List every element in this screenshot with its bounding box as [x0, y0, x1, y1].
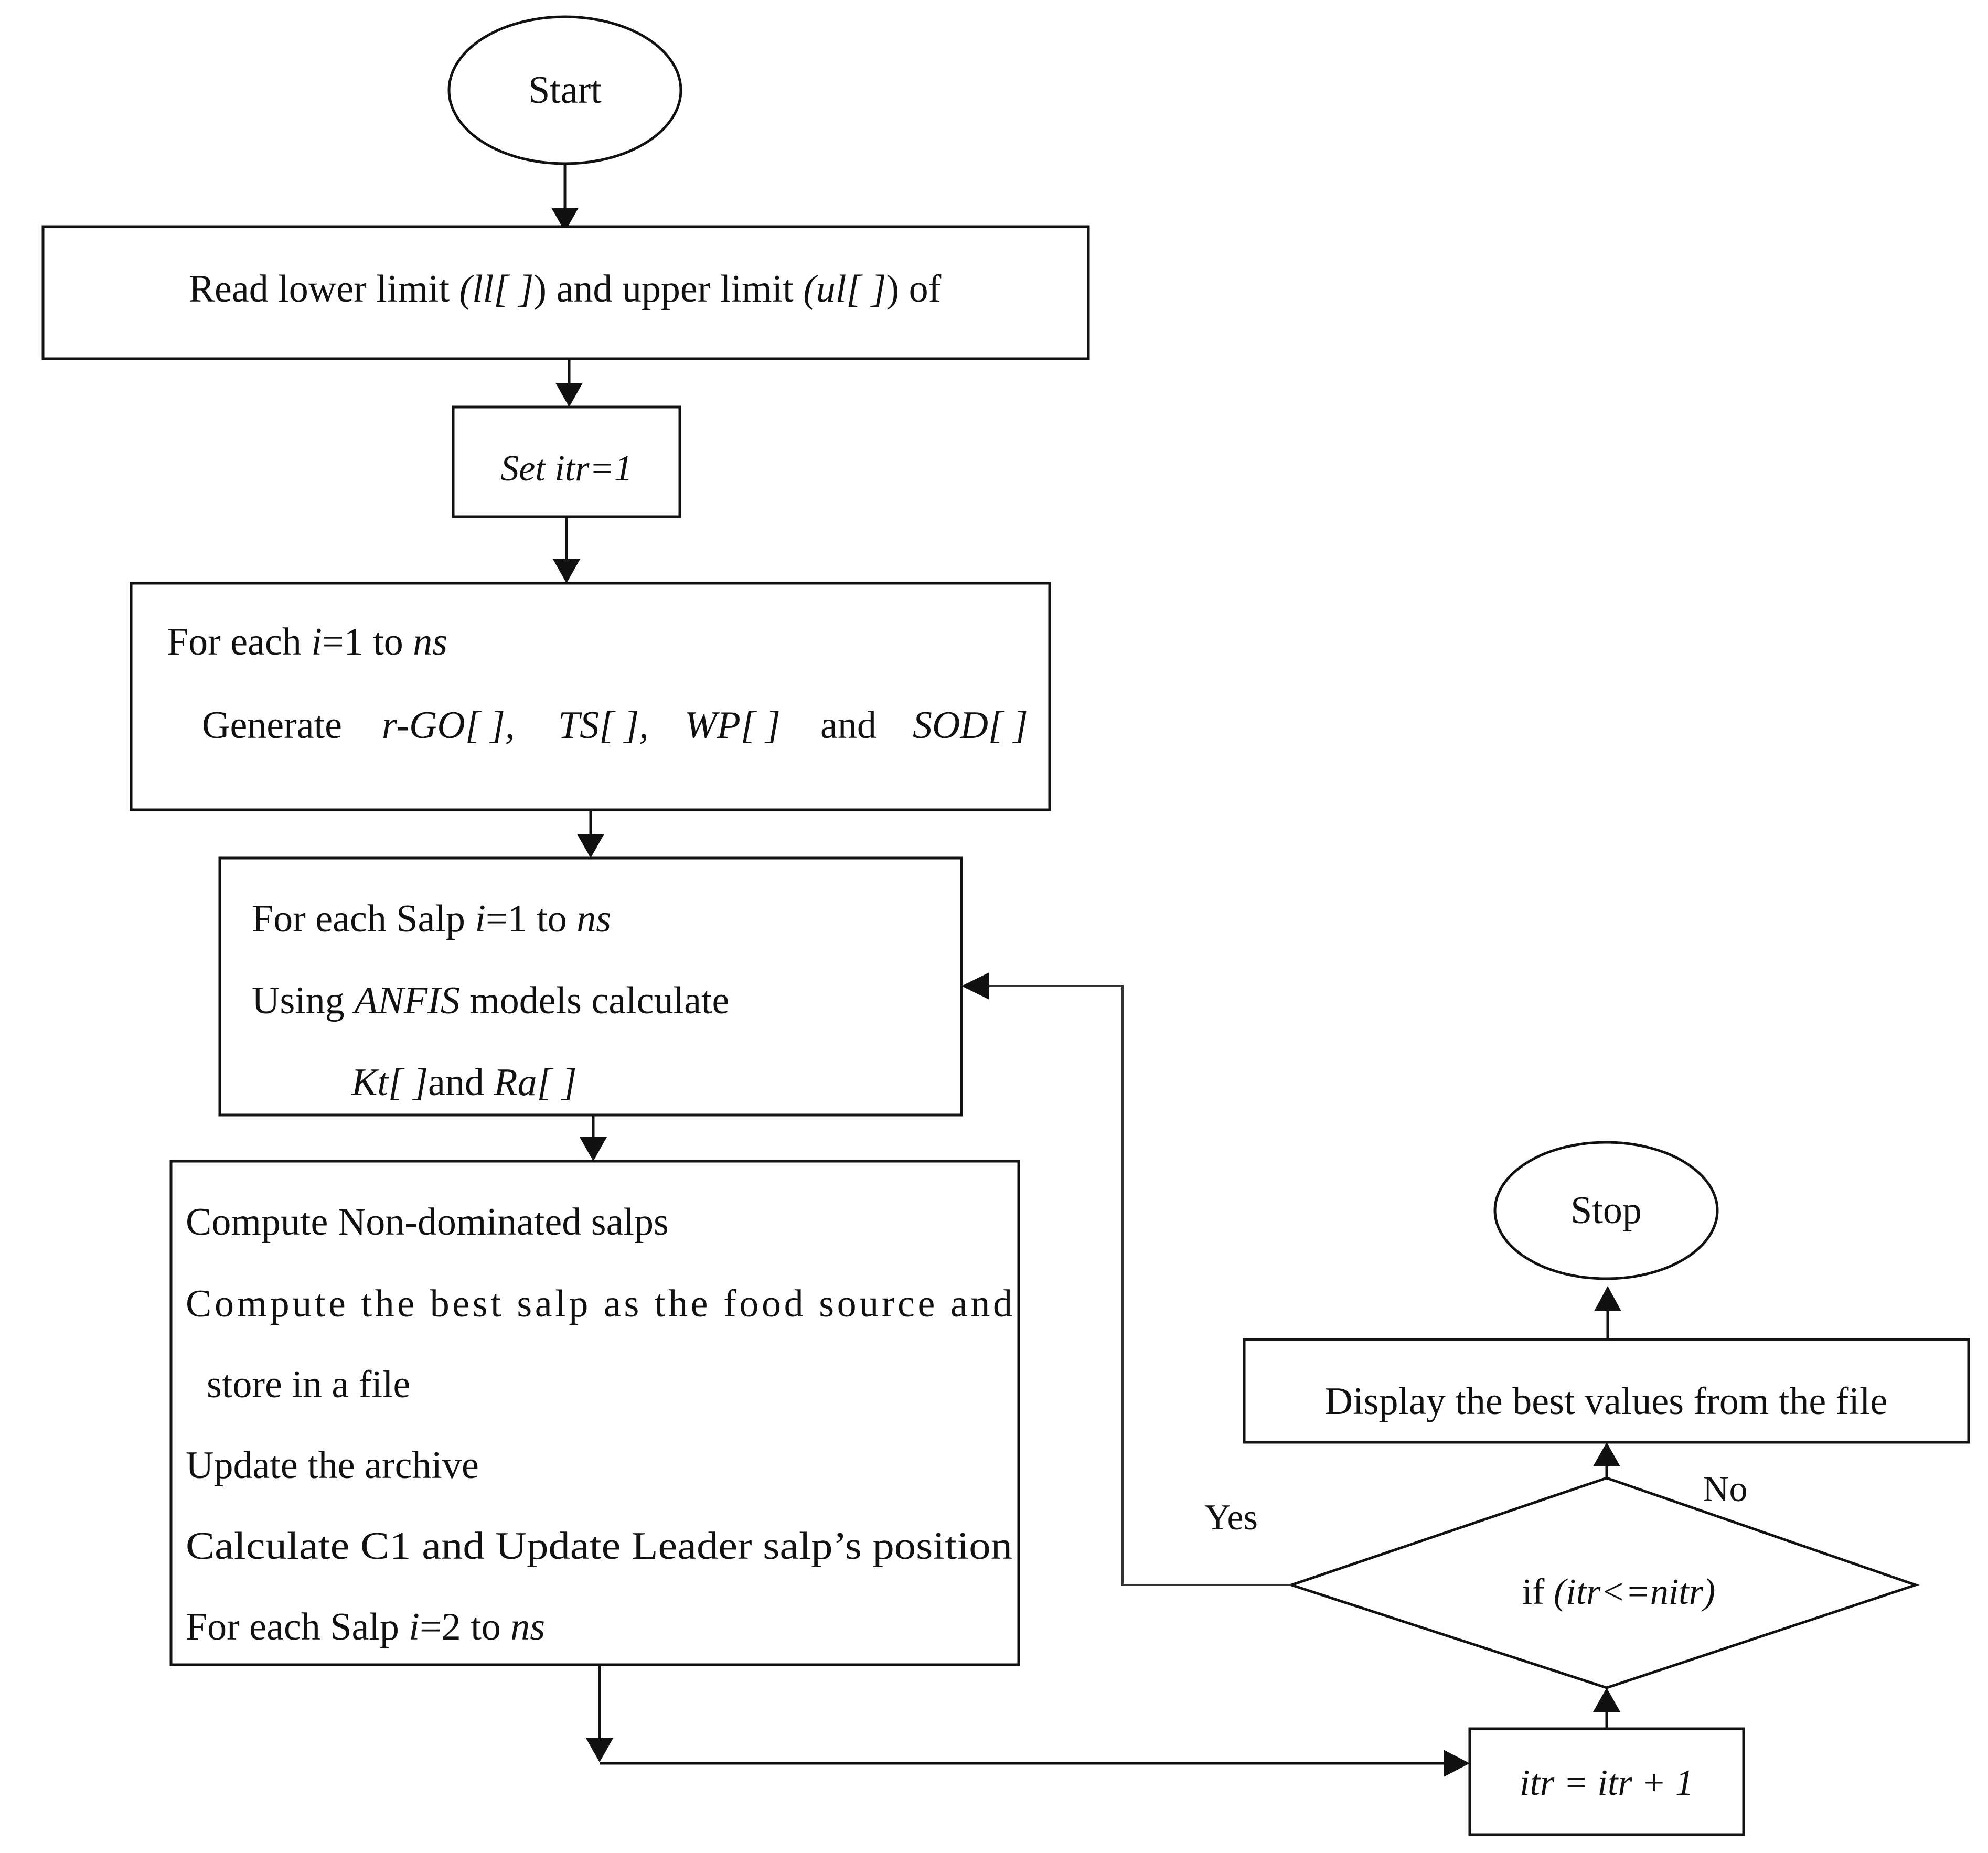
- set-itr-box: Set itr=1: [452, 405, 681, 518]
- compute-line-4: Update the archive: [186, 1444, 479, 1487]
- generate-line-1: For each i=1 to ns: [167, 620, 447, 663]
- read-limits-label: Read lower limit (ll[ ]) and upper limit…: [189, 267, 942, 310]
- increment-box: itr = itr + 1: [1468, 1727, 1745, 1836]
- decision-label: if (itr<=nitr): [1522, 1572, 1716, 1612]
- connector-read-to-set: [555, 359, 583, 407]
- connector-compute-to-increment: [586, 1665, 1470, 1777]
- stop-node: Stop: [1493, 1141, 1719, 1280]
- set-itr-label: Set itr=1: [500, 448, 632, 489]
- compute-line-3: store in a file: [207, 1363, 410, 1406]
- anfis-line-1: For each Salp i=1 to ns: [252, 897, 611, 940]
- display-box: Display the best values from the file: [1243, 1338, 1970, 1444]
- connector-display-to-stop: [1594, 1286, 1621, 1340]
- anfis-line-2: Using ANFIS models calculate: [252, 979, 729, 1022]
- compute-box: Compute Non-dominated salps Compute the …: [169, 1160, 1020, 1666]
- no-branch-connector: [1593, 1442, 1620, 1478]
- display-label: Display the best values from the file: [1325, 1380, 1888, 1423]
- connector-set-to-generate: [553, 517, 580, 583]
- connector-anfis-to-compute: [580, 1115, 607, 1161]
- yes-label: Yes: [1204, 1497, 1258, 1538]
- compute-line-1: Compute Non-dominated salps: [186, 1201, 669, 1244]
- generate-box: For each i=1 to ns Generate r-GO[ ],TS[ …: [130, 582, 1051, 811]
- read-limits-box: Read lower limit (ll[ ]) and upper limit…: [41, 225, 1090, 360]
- yes-branch-connector: [961, 972, 1291, 1586]
- connector-start-to-read: [551, 164, 579, 232]
- anfis-line-3: Kt[ ]and Ra[ ]: [351, 1061, 577, 1104]
- increment-label: itr = itr + 1: [1520, 1763, 1694, 1803]
- stop-label: Stop: [1570, 1189, 1642, 1232]
- connector-increment-to-decision: [1593, 1688, 1620, 1729]
- decision-node: if (itr<=nitr): [1287, 1476, 1920, 1689]
- start-label: Start: [528, 69, 602, 112]
- compute-line-2: Compute the best salp as the food source…: [186, 1282, 1012, 1325]
- start-node: Start: [447, 15, 682, 165]
- compute-line-5: Calculate C1 and Update Leader salp’s po…: [186, 1525, 1012, 1568]
- compute-line-6: For each Salp i=2 to ns: [186, 1605, 545, 1648]
- anfis-box: For each Salp i=1 to ns Using ANFIS mode…: [218, 856, 963, 1117]
- connector-generate-to-anfis: [577, 810, 604, 858]
- no-label: No: [1703, 1469, 1748, 1509]
